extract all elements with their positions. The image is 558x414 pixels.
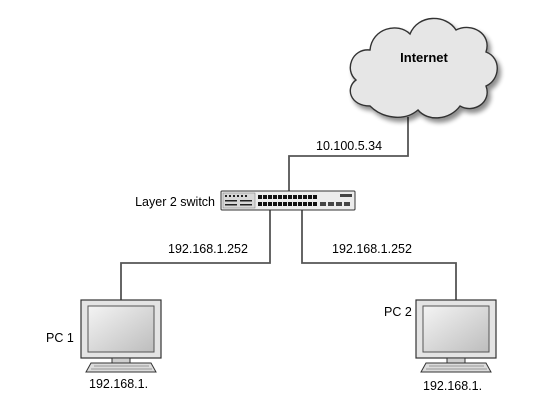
pc2-ip-label: 192.168.1. bbox=[423, 379, 482, 393]
layer2-switch-icon bbox=[220, 190, 356, 211]
pc1-cable bbox=[120, 210, 271, 300]
pc2-computer-icon bbox=[415, 299, 497, 373]
internet-label: Internet bbox=[400, 50, 448, 65]
pc2-link-ip-label: 192.168.1.252 bbox=[332, 242, 412, 256]
connection-lines bbox=[120, 117, 457, 300]
switch-label: Layer 2 switch bbox=[135, 195, 215, 209]
uplink-cable bbox=[288, 117, 409, 192]
cloud-shape bbox=[349, 17, 498, 119]
pc2-label: PC 2 bbox=[384, 305, 412, 319]
pc2-cable bbox=[301, 210, 457, 300]
pc1-label: PC 1 bbox=[46, 331, 74, 345]
pc1-ip-label: 192.168.1. bbox=[89, 377, 148, 391]
uplink-ip-label: 10.100.5.34 bbox=[316, 139, 382, 153]
pc1-link-ip-label: 192.168.1.252 bbox=[168, 242, 248, 256]
internet-cloud bbox=[349, 17, 498, 119]
pc1-computer-icon bbox=[80, 299, 162, 373]
